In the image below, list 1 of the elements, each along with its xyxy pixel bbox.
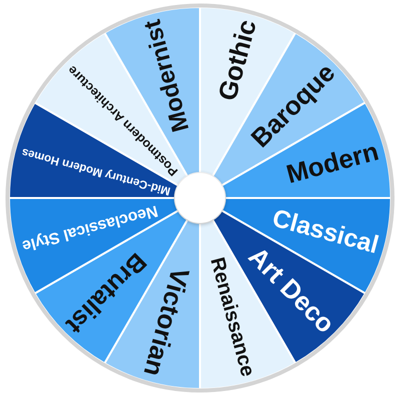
slice-label: Modern [283,136,382,190]
